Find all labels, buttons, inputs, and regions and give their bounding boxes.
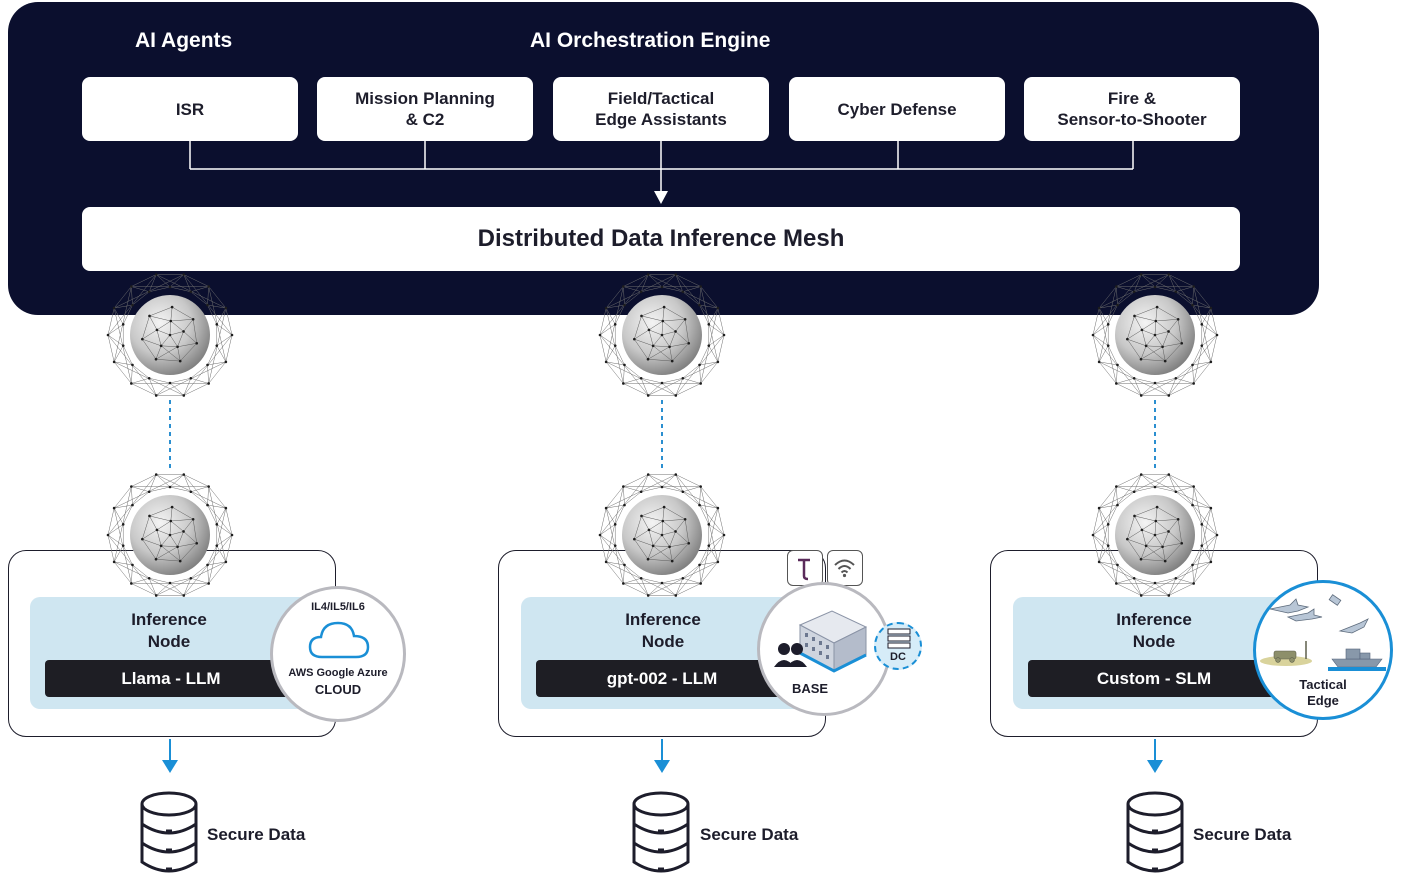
node-title: Inference Node [131, 610, 207, 651]
impact-level-label: IL4/IL5/IL6 [311, 601, 365, 613]
mesh-sphere-icon [105, 470, 235, 600]
agent-cyber-defense[interactable]: Cyber Defense [789, 77, 1005, 141]
agent-field-tactical[interactable]: Field/Tactical Edge Assistants [553, 77, 769, 141]
tactical-label: Tactical Edge [1299, 677, 1347, 708]
base-deployment[interactable]: BASE [757, 582, 891, 716]
datacenter-label: DC [890, 651, 906, 663]
ai-agents-heading: AI Agents [135, 29, 233, 52]
database-icon [138, 790, 200, 883]
mesh-sphere-icon [1090, 270, 1220, 400]
agent-fire-sensor[interactable]: Fire & Sensor-to-Shooter [1024, 77, 1240, 141]
model-name: Custom - SLM [1096, 668, 1212, 688]
agent-label: Cyber Defense [837, 99, 957, 119]
base-label: BASE [791, 681, 829, 696]
wifi-icon [827, 550, 863, 586]
datacenter-badge: DC [874, 622, 922, 670]
mesh-sphere-icon [105, 270, 235, 400]
cloud-icon [308, 621, 370, 659]
database-icon [630, 790, 692, 883]
tactical-deployment[interactable]: Tactical Edge [1253, 580, 1393, 720]
node-title: Inference Node [1116, 610, 1192, 651]
model-label: Custom - SLM [1028, 660, 1280, 697]
model-name: gpt-002 - LLM [606, 668, 718, 688]
agent-label: ISR [175, 99, 205, 119]
model-name: Llama - LLM [121, 668, 221, 688]
database-icon [1124, 790, 1186, 883]
mesh-sphere-icon [597, 270, 727, 400]
down-arrow-icon [654, 760, 670, 773]
model-label: Llama - LLM [45, 660, 297, 697]
cloud-providers: AWS Google Azure [288, 667, 388, 679]
down-arrow-icon [162, 760, 178, 773]
secure-data-label: Secure Data [700, 825, 799, 844]
cloud-label: CLOUD [314, 682, 362, 697]
mesh-sphere-icon [597, 470, 727, 600]
tactical-assets-icon [1260, 594, 1386, 671]
agent-label: Mission Planning & C2 [355, 89, 495, 129]
down-arrow-icon [1147, 760, 1163, 773]
orchestration-engine-heading: AI Orchestration Engine [530, 29, 771, 52]
mesh-sphere-icon [1090, 470, 1220, 600]
antenna-icon [787, 550, 823, 586]
inference-mesh-bar: Distributed Data Inference Mesh [82, 207, 1240, 271]
agent-label: Field/Tactical Edge Assistants [595, 89, 727, 129]
node-title: Inference Node [625, 610, 701, 651]
agent-isr[interactable]: ISR [82, 77, 298, 141]
secure-data-label: Secure Data [1193, 825, 1292, 844]
down-arrow-icon [654, 191, 668, 204]
agent-mission-planning[interactable]: Mission Planning & C2 [317, 77, 533, 141]
mesh-label: Distributed Data Inference Mesh [477, 225, 845, 252]
server-icon [887, 628, 911, 649]
cloud-deployment[interactable]: IL4/IL5/IL6 AWS Google Azure CLOUD [270, 586, 406, 722]
agent-label: Fire & Sensor-to-Shooter [1057, 89, 1207, 129]
model-label: gpt-002 - LLM [536, 660, 788, 697]
secure-data-label: Secure Data [207, 825, 306, 844]
building-icon [774, 610, 868, 673]
